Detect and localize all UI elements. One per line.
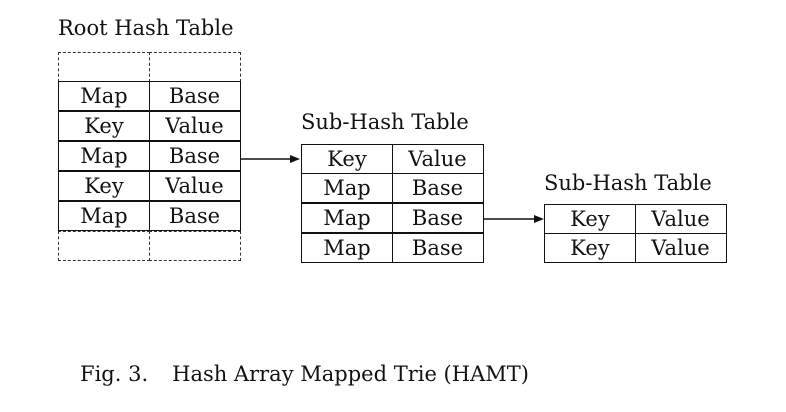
key-cell: Key xyxy=(301,144,393,174)
table-row: Key Value xyxy=(301,144,484,174)
map-cell: Map xyxy=(58,80,150,111)
value-cell: Value xyxy=(634,232,727,263)
key-cell: Key xyxy=(58,170,150,201)
sub-hash-table: Key Value Key Value xyxy=(544,204,727,264)
empty-slot-cell xyxy=(58,52,150,82)
map-cell: Map xyxy=(301,172,393,203)
value-cell: Value xyxy=(391,144,484,174)
base-cell: Base xyxy=(391,172,484,203)
empty-slot-cell xyxy=(148,52,241,82)
table-row xyxy=(58,52,241,82)
sub-hash-table: Key Value Map Base Map Base Map Base xyxy=(301,144,484,264)
table-row: Key Value xyxy=(58,110,241,142)
pointer-arrow xyxy=(240,155,300,163)
table-row: Map Base xyxy=(58,80,241,112)
table-row: Map Base xyxy=(301,172,484,204)
root-table-title: Root Hash Table xyxy=(58,16,234,40)
base-cell: Base xyxy=(148,200,241,231)
table-row: Map Base xyxy=(301,232,484,264)
base-cell: Base xyxy=(148,80,241,111)
table-row: Key Value xyxy=(544,232,727,264)
figure-caption-text: Hash Array Mapped Trie (HAMT) xyxy=(172,362,529,386)
table-row xyxy=(58,230,241,262)
base-cell: Base xyxy=(148,140,241,171)
table-row: Key Value xyxy=(58,170,241,202)
figure-caption: Fig. 3. Hash Array Mapped Trie (HAMT) xyxy=(80,362,529,386)
map-cell: Map xyxy=(301,202,393,233)
figure-number: Fig. 3. xyxy=(80,362,149,386)
map-cell: Map xyxy=(58,200,150,231)
map-cell: Map xyxy=(58,140,150,171)
table-row: Key Value xyxy=(544,204,727,234)
key-cell: Key xyxy=(58,110,150,141)
value-cell: Value xyxy=(148,110,241,141)
key-cell: Key xyxy=(544,204,636,234)
table-row: Map Base xyxy=(58,200,241,232)
base-cell: Base xyxy=(391,232,484,263)
empty-slot-cell xyxy=(148,230,241,261)
sub-table-title: Sub-Hash Table xyxy=(544,171,712,195)
pointer-arrow xyxy=(484,215,544,223)
root-hash-table: Map Base Key Value Map Base Key Value Ma… xyxy=(58,52,241,262)
map-cell: Map xyxy=(301,232,393,263)
value-cell: Value xyxy=(148,170,241,201)
key-cell: Key xyxy=(544,232,636,263)
value-cell: Value xyxy=(634,204,727,234)
table-row: Map Base xyxy=(301,202,484,234)
table-row: Map Base xyxy=(58,140,241,172)
base-cell: Base xyxy=(391,202,484,233)
empty-slot-cell xyxy=(58,230,150,261)
sub-table-title: Sub-Hash Table xyxy=(301,110,469,134)
